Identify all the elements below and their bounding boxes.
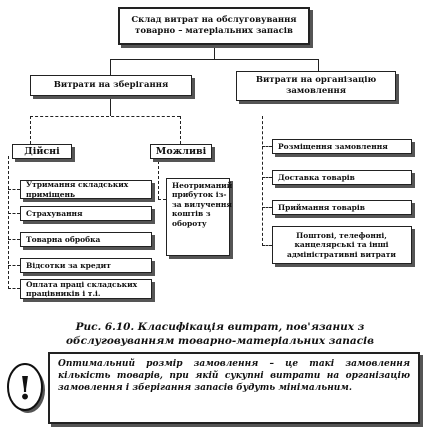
connector — [158, 199, 166, 200]
figure-caption: Рис. 6.10. Класифікація витрат, пов'язан… — [66, 321, 374, 347]
connector — [8, 265, 20, 266]
connector — [30, 116, 180, 117]
connector — [262, 177, 272, 178]
connector — [262, 146, 272, 147]
connector — [110, 59, 318, 60]
connector — [110, 59, 111, 75]
connector — [110, 96, 111, 116]
connector — [8, 213, 20, 214]
connector — [158, 156, 159, 199]
connector — [8, 239, 20, 240]
connector — [318, 59, 319, 75]
connector — [262, 116, 263, 246]
actual-item: Утримання складських приміщень — [20, 180, 152, 199]
connector — [8, 189, 20, 190]
order-item: Розміщення замовлення — [272, 139, 412, 154]
connector — [30, 116, 31, 144]
group-possible: Можливі — [150, 144, 212, 159]
branch-storage-costs: Витрати на зберігання — [30, 75, 192, 96]
order-item: Доставка товарів — [272, 170, 412, 185]
root-node: Склад витрат на обслуговування товарно –… — [118, 7, 310, 45]
actual-item: Страхування — [20, 206, 152, 221]
possible-item: Неотриманий прибуток із-за вилучення кош… — [166, 178, 232, 256]
group-actual: Дійсні — [12, 144, 72, 159]
exclamation-icon: ! — [7, 363, 45, 413]
connector — [8, 156, 9, 289]
order-item: Поштові, телефонні, канцелярські та інші… — [272, 226, 412, 264]
actual-item: Товарна обробка — [20, 232, 152, 247]
connector — [8, 288, 20, 289]
connector — [214, 45, 215, 59]
definition-note: Оптимальний розмір замовлення – це такі … — [48, 352, 420, 424]
svg-text:!: ! — [18, 369, 32, 407]
connector — [262, 207, 272, 208]
connector — [262, 245, 272, 246]
actual-item: Оплата праці складських працівників і т.… — [20, 279, 152, 299]
connector — [180, 116, 181, 144]
branch-order-costs: Витрати на організацію замовлення — [236, 71, 396, 101]
order-item: Приймання товарів — [272, 200, 412, 215]
actual-item: Відсотки за кредит — [20, 258, 152, 273]
